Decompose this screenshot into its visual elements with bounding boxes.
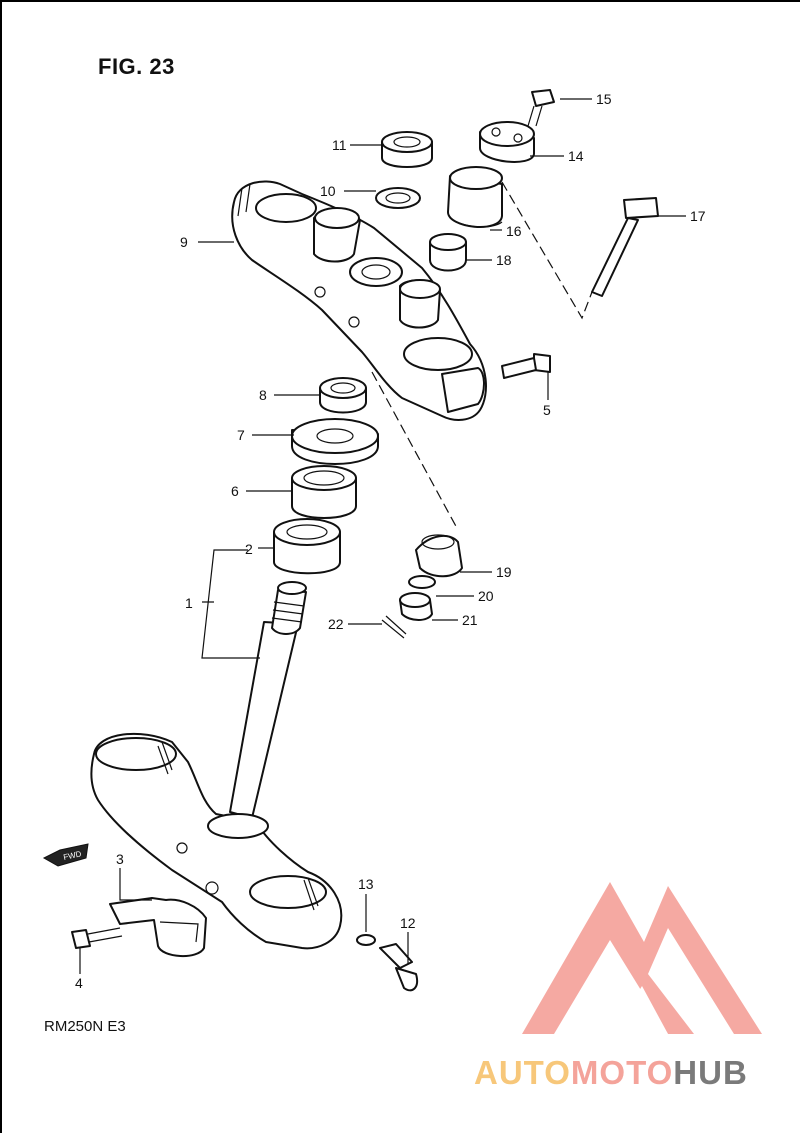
callout-labels: 1 2 3 4 5 6 7 8 9 10 11 12 13 14 15 16 1…	[75, 91, 706, 991]
handlebar-holder-assembly	[429, 89, 659, 379]
callout-9: 9	[180, 234, 188, 250]
callout-8: 8	[259, 387, 267, 403]
automotohub-logo-icon	[522, 882, 762, 1034]
fwd-bracket-and-bolts	[71, 897, 418, 992]
callout-12: 12	[400, 915, 416, 931]
callout-18: 18	[496, 252, 512, 268]
callout-15: 15	[596, 91, 612, 107]
stem-bearing-stack	[273, 131, 433, 575]
callout-7: 7	[237, 427, 245, 443]
callout-17: 17	[690, 208, 706, 224]
callout-3: 3	[116, 851, 124, 867]
model-code-label: RM250N E3	[44, 1018, 126, 1035]
leader-lines	[79, 98, 686, 974]
callout-20: 20	[478, 588, 494, 604]
damper-nut-assembly	[371, 371, 463, 639]
watermark-hub: HUB	[673, 1054, 748, 1091]
watermark-text: AUTOMOTOHUB	[474, 1054, 748, 1092]
callout-22: 22	[328, 616, 344, 632]
callout-10: 10	[320, 183, 336, 199]
watermark-auto: AUTO	[474, 1054, 571, 1091]
figure-title: FIG. 23	[98, 54, 175, 79]
callout-19: 19	[496, 564, 512, 580]
callout-13: 13	[358, 876, 374, 892]
fwd-arrow-icon: FWD	[42, 843, 89, 867]
fwd-badge-text: FWD	[63, 849, 83, 862]
callout-16: 16	[506, 223, 522, 239]
steering-stem-lower-bracket	[90, 581, 343, 950]
callout-1: 1	[185, 595, 193, 611]
upper-bracket	[231, 180, 487, 421]
callout-2: 2	[245, 541, 253, 557]
callout-6: 6	[231, 483, 239, 499]
watermark-moto: MOTO	[570, 1054, 674, 1091]
callout-4: 4	[75, 975, 83, 991]
callout-14: 14	[568, 148, 584, 164]
callout-21: 21	[462, 612, 478, 628]
callout-5: 5	[543, 402, 551, 418]
callout-11: 11	[332, 137, 347, 153]
